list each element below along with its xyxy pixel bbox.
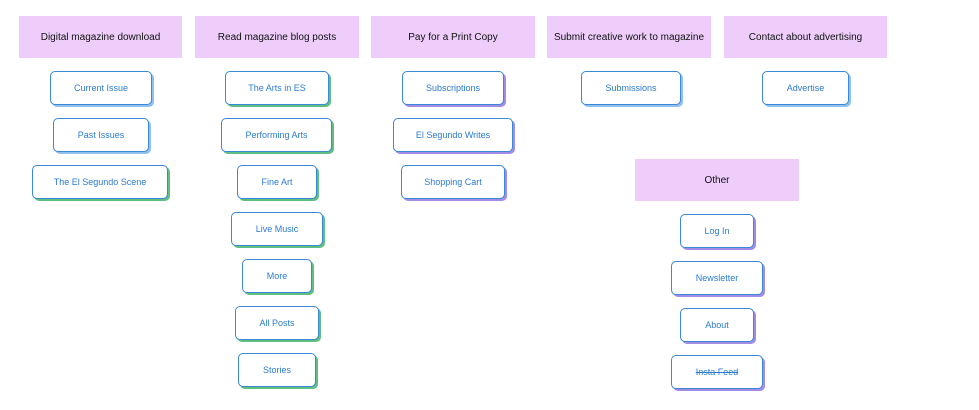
header-submit-creative-work: Submit creative work to magazine (547, 16, 711, 58)
card-all-posts[interactable]: All Posts (235, 306, 319, 340)
header-contact-advertising: Contact about advertising (724, 16, 887, 58)
card-more[interactable]: More (242, 259, 312, 293)
card-newsletter[interactable]: Newsletter (671, 261, 763, 295)
card-el-segundo-writes[interactable]: El Segundo Writes (393, 118, 513, 152)
card-subscriptions[interactable]: Subscriptions (402, 71, 504, 105)
card-submissions[interactable]: Submissions (581, 71, 681, 105)
card-el-segundo-scene[interactable]: The El Segundo Scene (32, 165, 168, 199)
header-pay-for-print-copy: Pay for a Print Copy (371, 16, 535, 58)
card-log-in[interactable]: Log In (680, 214, 754, 248)
card-live-music[interactable]: Live Music (231, 212, 323, 246)
card-performing-arts[interactable]: Performing Arts (221, 118, 332, 152)
card-shopping-cart[interactable]: Shopping Cart (401, 165, 505, 199)
card-fine-art[interactable]: Fine Art (237, 165, 317, 199)
card-past-issues[interactable]: Past Issues (53, 118, 149, 152)
card-stories[interactable]: Stories (238, 353, 316, 387)
card-about[interactable]: About (680, 308, 754, 342)
header-other: Other (635, 159, 799, 201)
card-insta-feed[interactable]: Insta Feed (671, 355, 763, 389)
header-read-magazine-blog-posts: Read magazine blog posts (195, 16, 359, 58)
header-digital-magazine-download: Digital magazine download (19, 16, 182, 58)
card-advertise[interactable]: Advertise (762, 71, 849, 105)
card-arts-in-es[interactable]: The Arts in ES (225, 71, 329, 105)
card-current-issue[interactable]: Current Issue (50, 71, 152, 105)
insta-feed-label: Insta Feed (695, 367, 739, 377)
